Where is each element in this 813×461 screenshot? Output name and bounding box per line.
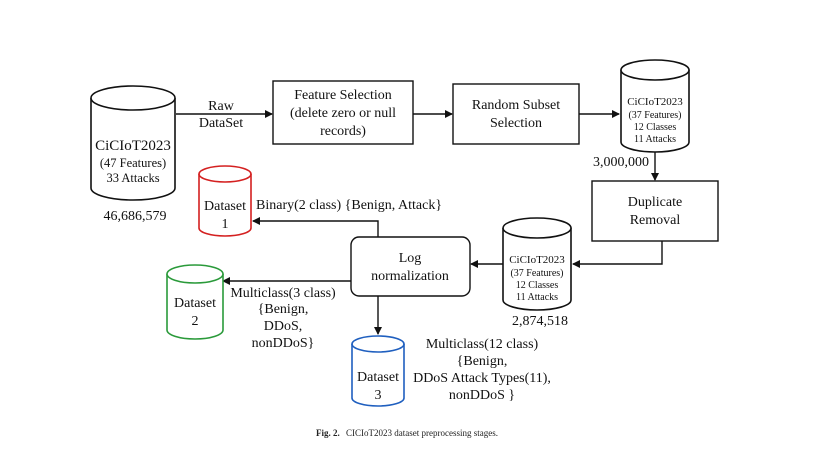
dataset2-line1: Dataset — [174, 296, 216, 311]
dataset1-cylinder: Dataset 1 — [198, 165, 252, 237]
dataset3-line1: Dataset — [357, 370, 399, 385]
dedup-db-title: CiCIoT2023 — [509, 254, 565, 266]
raw-label-line1: Raw — [208, 99, 235, 114]
multi12-line3: DDoS Attack Types(11), — [413, 371, 551, 386]
multi12-line1: Multiclass(12 class) — [426, 337, 539, 352]
dedup-db-count: 2,874,518 — [512, 314, 568, 329]
subset-dataset-cylinder: CiCIoT2023 (37 Features) 12 Classes 11 A… — [620, 59, 690, 153]
dataset2-cylinder: Dataset 2 — [166, 264, 224, 340]
subset-db-count: 3,000,000 — [593, 155, 649, 170]
subset-db-title: CiCIoT2023 — [627, 96, 683, 108]
dedup-db-classes: 12 Classes — [516, 280, 559, 291]
multi3-line1: Multiclass(3 class) — [230, 286, 336, 301]
subset-db-classes: 12 Classes — [634, 122, 677, 133]
raw-label-line2: DataSet — [199, 116, 243, 131]
dataset1-line2: 1 — [222, 217, 229, 232]
feature-selection-line1: Feature Selection — [294, 88, 392, 103]
raw-dataset-cylinder: CiCIoT2023 (47 Features) 33 Attacks — [90, 85, 176, 201]
dedup-db-features: (37 Features) — [510, 268, 563, 279]
dedup-dataset-cylinder: CiCIoT2023 (37 Features) 12 Classes 11 A… — [502, 217, 572, 311]
random-subset-line1: Random Subset — [472, 98, 560, 113]
multi3-line2: {Benign, — [258, 302, 309, 317]
random-subset-line2: Selection — [490, 116, 542, 131]
arrow-duplicate-to-dedup-db — [572, 241, 663, 268]
raw-db-attacks: 33 Attacks — [106, 171, 159, 185]
feature-selection-box: Feature Selection (delete zero or null r… — [272, 80, 414, 145]
arrow-log-to-dataset1 — [252, 217, 379, 237]
subset-db-attacks: 11 Attacks — [634, 134, 676, 145]
multi3-line3: DDoS, — [264, 319, 303, 334]
caption-prefix: Fig. 2. — [316, 428, 340, 438]
raw-db-count: 46,686,579 — [104, 209, 167, 224]
multi3-line4: nonDDoS} — [252, 336, 315, 351]
duplicate-removal-line1: Duplicate — [628, 195, 682, 210]
dataset1-line1: Dataset — [204, 199, 246, 214]
log-normalization-box: Log normalization — [350, 236, 471, 297]
figure-caption: Fig. 2. CICIoT2023 dataset preprocessing… — [316, 428, 498, 438]
dataset2-line2: 2 — [192, 314, 199, 329]
random-subset-box: Random Subset Selection — [452, 83, 580, 145]
log-norm-line1: Log — [399, 251, 422, 266]
subset-db-features: (37 Features) — [628, 110, 681, 121]
dataset3-cylinder: Dataset 3 — [351, 335, 405, 407]
feature-selection-line2: (delete zero or null — [290, 106, 396, 121]
multi12-line4: nonDDoS } — [449, 388, 515, 403]
caption-text: CICIoT2023 dataset preprocessing stages. — [346, 428, 498, 438]
dedup-db-attacks: 11 Attacks — [516, 292, 558, 303]
binary-label: Binary(2 class) {Benign, Attack} — [256, 198, 442, 213]
raw-db-features: (47 Features) — [100, 156, 166, 170]
log-norm-line2: normalization — [371, 269, 449, 284]
dataset3-line2: 3 — [375, 388, 382, 403]
feature-selection-line3: records) — [320, 124, 366, 139]
duplicate-removal-box: Duplicate Removal — [591, 180, 719, 242]
duplicate-removal-line2: Removal — [630, 213, 681, 228]
raw-db-title: CiCIoT2023 — [95, 138, 171, 154]
multi12-line2: {Benign, — [457, 354, 508, 369]
